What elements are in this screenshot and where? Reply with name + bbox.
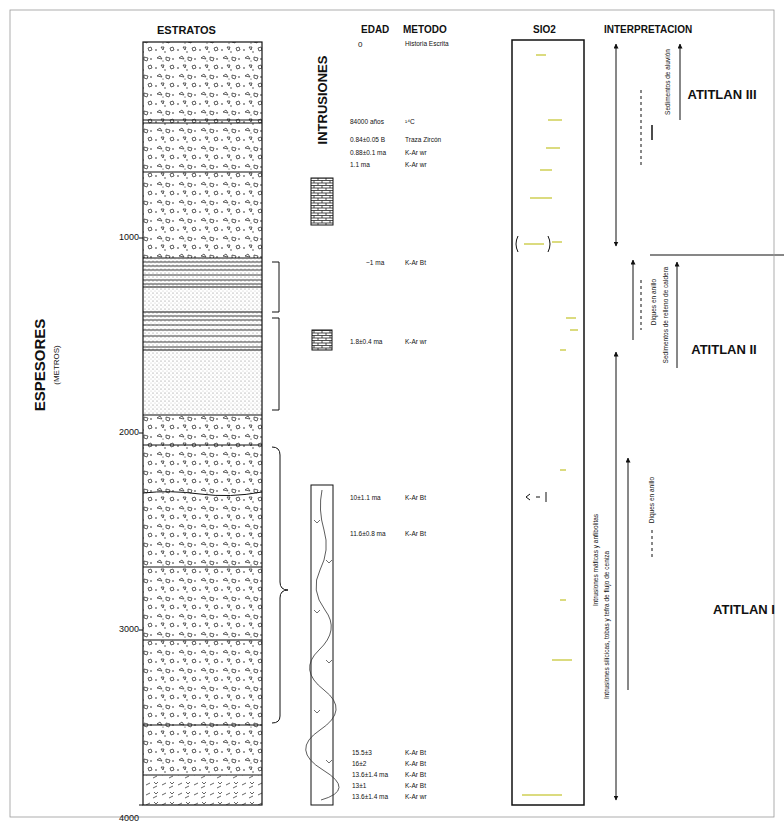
dating-method: ¹⁴C (405, 118, 415, 125)
age-value: 0.84±0.05 B (350, 136, 385, 143)
dating-method: Historia Escrita (405, 40, 449, 47)
dating-method: K-Ar Bt (405, 494, 426, 501)
unit-name: ATITLAN II (684, 341, 764, 359)
dating-method: K-Ar wr (405, 338, 427, 345)
age-value: 0 (358, 40, 362, 49)
age-value: 15.5±3 (352, 749, 372, 756)
header-title: ESTRATOS (157, 24, 216, 37)
age-value: 11.6±0.8 ma (350, 530, 386, 537)
dating-method: K-Ar Bt (405, 749, 426, 756)
dating-method: K-Ar Bt (405, 782, 426, 789)
axis-tick: 1000 (119, 232, 139, 242)
age-value: 1.8±0.4 ma (350, 338, 382, 345)
age-value: 13.6±1.4 ma (352, 793, 388, 800)
interpretation-note: Intrusiones silícicas, tobas y tefra de … (603, 551, 610, 699)
dating-method: K-Ar Bt (405, 259, 426, 266)
interpretation-note: Sedimentos de relleno de caldera (662, 267, 669, 364)
age-value: 1.1 ma (350, 161, 370, 168)
header-title: INTRUSIONES (316, 56, 331, 145)
dating-method: K-Ar Bt (405, 530, 426, 537)
dating-method: K-Ar wr (405, 793, 427, 800)
unit-name: ATITLAN I (709, 601, 779, 619)
age-value: 10±1.1 ma (350, 494, 381, 501)
dating-method: K-Ar wr (405, 149, 427, 156)
dating-method: K-Ar Bt (405, 771, 426, 778)
age-value: ~1 ma (366, 259, 384, 266)
interpretation-note: Diques en anillo (648, 477, 655, 523)
header-title: INTERPRETACION (604, 24, 692, 36)
age-value: 13±1 (352, 782, 366, 789)
interpretation-note: Sedimentos de aluvión (664, 49, 671, 115)
interpretation-note: Intrusiones máficas y anfibolitas (592, 514, 599, 606)
header-title: SIO2 (533, 24, 556, 36)
age-value: 16±2 (352, 760, 366, 767)
interpretation-note: Diques en anillo (650, 279, 657, 325)
axis-unit: (METROS) (52, 345, 61, 385)
axis-tick: 2000 (119, 427, 139, 437)
dating-method: K-Ar Bt (405, 760, 426, 767)
age-value: 13.6±1.4 ma (352, 771, 388, 778)
axis-title: ESPESORES (31, 319, 48, 412)
age-value: 0.88±0.1 ma (350, 149, 386, 156)
header-title: EDAD (361, 24, 389, 36)
header-title: METODO (403, 24, 447, 36)
unit-name: ATITLAN III (682, 86, 762, 104)
axis-tick: 3000 (119, 624, 139, 634)
axis-tick: 4000 (119, 813, 139, 823)
dating-method: Traza Zircón (405, 136, 441, 143)
age-value: 84000 años (350, 118, 384, 125)
dating-method: K-Ar wr (405, 161, 427, 168)
